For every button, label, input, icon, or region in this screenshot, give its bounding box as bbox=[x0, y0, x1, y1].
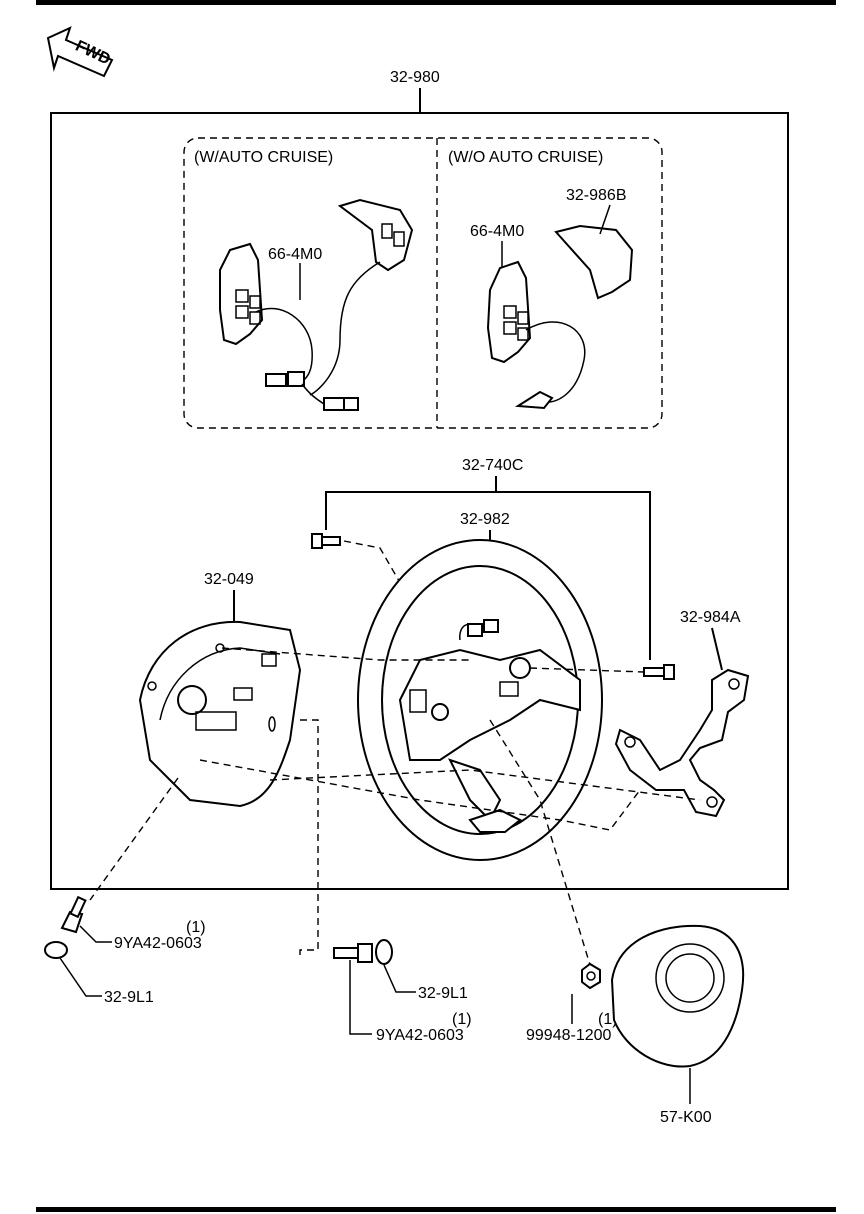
bottom-rule bbox=[36, 1207, 836, 1212]
bolt-center-assembly bbox=[333, 943, 373, 963]
rear-cover bbox=[138, 620, 302, 808]
nut-qty: (1) bbox=[598, 1011, 618, 1028]
non-cruise-switch-label: 66-4M0 bbox=[470, 223, 524, 240]
fwd-direction-marker: FWD bbox=[46, 26, 114, 78]
airbag-label: 57-K00 bbox=[660, 1109, 712, 1126]
cover-part-label: 32-986B bbox=[566, 187, 627, 204]
wheel-bolt-left bbox=[311, 533, 341, 549]
bracket-leader bbox=[711, 627, 723, 671]
nut-part: 99948-1200 bbox=[526, 1027, 612, 1044]
without-cruise-title: (W/O AUTO CRUISE) bbox=[448, 149, 603, 166]
align-line-6 bbox=[299, 719, 319, 955]
cap-left-label: 32-9L1 bbox=[104, 989, 154, 1006]
bolt-center-leader bbox=[349, 960, 372, 1035]
steering-wheel bbox=[357, 539, 603, 861]
bolt-left-leader bbox=[79, 925, 112, 943]
cap-center-label: 32-9L1 bbox=[418, 985, 468, 1002]
cap-center-leader bbox=[383, 964, 416, 993]
forward-arrow-icon bbox=[46, 26, 114, 78]
top-rule bbox=[36, 0, 836, 5]
wheel-bolt-right bbox=[643, 664, 675, 680]
bolt-left-qty: (1) bbox=[186, 919, 206, 936]
assembly-box bbox=[50, 112, 789, 890]
bolt-left-part: 9YA42-0603 bbox=[114, 935, 202, 952]
bolt-kit-bracket bbox=[325, 491, 651, 660]
cap-left-leader bbox=[59, 957, 102, 997]
align-line-7 bbox=[489, 719, 591, 966]
cruise-switch-assembly bbox=[219, 198, 414, 411]
rear-cover-label: 32-049 bbox=[204, 571, 254, 588]
with-cruise-title: (W/AUTO CRUISE) bbox=[194, 149, 333, 166]
cruise-switch-label: 66-4M0 bbox=[268, 246, 322, 263]
bolt-left-assembly bbox=[60, 895, 87, 934]
align-line-5 bbox=[89, 777, 179, 901]
bolt-center-part: 9YA42-0603 bbox=[376, 1027, 464, 1044]
switch-bracket bbox=[614, 668, 750, 818]
cap-center bbox=[375, 939, 393, 965]
steering-wheel-label: 32-982 bbox=[460, 511, 510, 528]
nut bbox=[581, 962, 601, 990]
bracket-label: 32-984A bbox=[680, 609, 741, 626]
assembly-part-label: 32-980 bbox=[390, 69, 440, 86]
align-line-1 bbox=[221, 647, 470, 661]
bolt-kit-label: 32-740C bbox=[462, 457, 523, 474]
align-line-3 bbox=[199, 759, 641, 831]
cap-left bbox=[44, 941, 68, 959]
non-cruise-switch-assembly bbox=[486, 224, 634, 410]
cover-part-leader bbox=[599, 204, 611, 235]
bolt-center-qty: (1) bbox=[452, 1011, 472, 1028]
airbag-module bbox=[610, 924, 745, 1068]
option-box bbox=[183, 137, 663, 429]
align-line-4 bbox=[269, 769, 701, 801]
